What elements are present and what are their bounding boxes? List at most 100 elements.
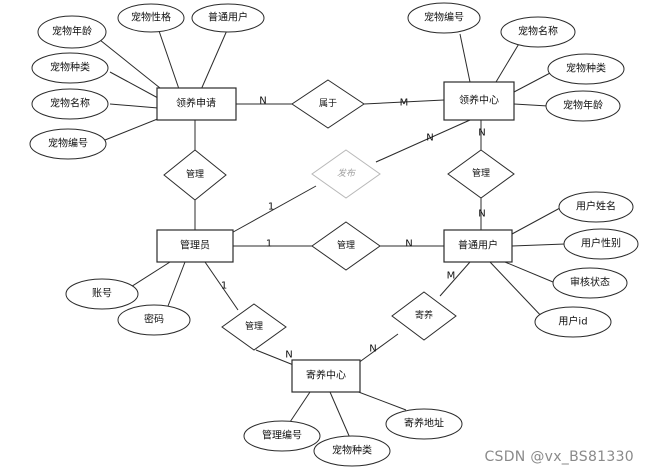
svg-text:领养申请: 领养申请 (176, 97, 216, 110)
attr-app-pet-name: 宠物名称 (31, 88, 109, 120)
svg-text:普通用户: 普通用户 (458, 239, 498, 252)
watermark: CSDN @vx_BS81330 (484, 449, 634, 465)
edge-app-pet-age (99, 39, 166, 93)
connectors (99, 27, 566, 439)
card-manage-user: N (478, 209, 485, 220)
attr-foster-pet-type: 宠物种类 (313, 435, 391, 467)
attr-admin-account: 账号 (65, 278, 139, 310)
entity-adoption-center: 领养中心 (443, 81, 515, 121)
attr-user-id: 用户id (534, 306, 612, 338)
svg-text:寄养地址: 寄养地址 (404, 417, 444, 430)
attr-user-review: 审核状态 (552, 267, 628, 299)
svg-text:管理: 管理 (186, 168, 204, 180)
svg-text:用户姓名: 用户姓名 (576, 200, 616, 213)
svg-text:宠物名称: 宠物名称 (50, 97, 90, 110)
relationship-manage-application: 管理 (163, 149, 227, 201)
svg-text:管理: 管理 (472, 167, 490, 179)
edge-ctr-pet-age (513, 103, 549, 107)
entity-admin: 管理员 (156, 229, 234, 263)
svg-text:宠物种类: 宠物种类 (332, 444, 372, 457)
relationship-manage-admin-foster: 管理 (221, 303, 287, 351)
svg-text:审核状态: 审核状态 (570, 276, 610, 289)
attr-user-name: 用户姓名 (558, 191, 634, 223)
attr-ctr-pet-type: 宠物种类 (547, 53, 625, 85)
edge-app-user (199, 27, 229, 93)
svg-text:宠物年龄: 宠物年龄 (52, 25, 92, 38)
svg-text:寄养: 寄养 (415, 309, 433, 321)
edge-user-foster (439, 261, 471, 297)
edge-foster-foster (353, 333, 399, 367)
card-belongs-center: M (400, 98, 409, 109)
edge-app-pet-type (109, 71, 159, 99)
attr-ctr-pet-name: 宠物名称 (500, 16, 576, 48)
svg-text:账号: 账号 (92, 288, 112, 300)
edge-user-name (511, 207, 561, 235)
svg-text:普通用户: 普通用户 (208, 11, 248, 24)
svg-text:寄养中心: 寄养中心 (306, 369, 346, 382)
svg-text:用户id: 用户id (558, 315, 587, 328)
edge-app-pet-name (109, 103, 159, 109)
attr-app-pet-type: 宠物种类 (31, 52, 109, 84)
svg-text:管理: 管理 (337, 239, 355, 251)
svg-text:宠物名称: 宠物名称 (518, 25, 558, 38)
attr-admin-password: 密码 (117, 304, 191, 336)
entity-foster-center: 寄养中心 (291, 359, 361, 393)
svg-text:管理员: 管理员 (180, 239, 210, 252)
entity-regular-user: 普通用户 (443, 229, 513, 263)
relationship-foster: 寄养 (391, 291, 457, 341)
relationship-belongs-to: 属于 (291, 79, 365, 129)
edge-user-id (489, 261, 546, 321)
entity-adoption-application: 领养申请 (156, 87, 237, 121)
edge-foster-mgmt-id (289, 391, 311, 423)
cardinality-labels: N M N 1 N N 1 N 1 N M N (221, 96, 486, 361)
edge-ctr-pet-id (459, 33, 471, 83)
card-app-belongs: N (259, 96, 266, 107)
edge-user-gender (511, 243, 566, 247)
card-user-foster: M (447, 271, 456, 282)
svg-text:宠物性格: 宠物性格 (131, 11, 171, 24)
attr-app-pet-nature: 宠物性格 (117, 3, 185, 33)
edge-center-release-dark (375, 119, 471, 163)
svg-text:发布: 发布 (337, 168, 357, 179)
attr-ctr-pet-age: 宠物年龄 (545, 90, 621, 122)
svg-text:密码: 密码 (144, 313, 164, 326)
edge-admin-account (125, 261, 171, 291)
attr-app-pet-id: 宠物编号 (29, 128, 107, 160)
attr-foster-address: 寄养地址 (385, 408, 463, 440)
relationship-manage-admin-user: 管理 (311, 221, 381, 271)
svg-text:宠物编号: 宠物编号 (48, 137, 88, 150)
edge-release-admin (225, 185, 317, 237)
svg-text:属于: 属于 (319, 98, 337, 109)
attr-ctr-pet-id: 宠物编号 (407, 2, 481, 34)
card-center-release: N (426, 133, 433, 144)
card-release-admin: 1 (268, 202, 274, 213)
edge-admin-manage-foster (204, 261, 239, 311)
attr-app-user: 普通用户 (191, 3, 265, 33)
card-manage-foster: N (285, 350, 292, 361)
edge-manage-foster (255, 349, 297, 367)
svg-text:领养中心: 领养中心 (459, 94, 499, 107)
attr-user-gender: 用户性别 (563, 228, 639, 260)
card-admin-manage-foster: 1 (221, 281, 227, 292)
relationship-manage-center-user: 管理 (447, 149, 515, 199)
edge-belongs-center (363, 99, 445, 105)
svg-text:用户性别: 用户性别 (581, 237, 621, 250)
card-admin-manage: 1 (266, 239, 272, 250)
attr-foster-mgmt-id: 管理编号 (243, 420, 321, 452)
svg-text:宠物编号: 宠物编号 (424, 11, 464, 24)
edge-app-pet-nature (157, 27, 181, 93)
svg-text:宠物年龄: 宠物年龄 (563, 99, 603, 112)
edge-ctr-pet-type (513, 71, 553, 93)
card-center-manage: N (478, 128, 485, 139)
svg-text:管理编号: 管理编号 (262, 429, 302, 442)
attr-app-pet-age: 宠物年龄 (37, 15, 107, 49)
edge-foster-pet-type (329, 391, 351, 439)
edge-app-pet-id (104, 117, 161, 141)
svg-text:管理: 管理 (245, 320, 263, 332)
edge-ctr-pet-name (495, 41, 521, 83)
card-foster-foster: N (369, 344, 376, 355)
edge-admin-password (167, 261, 186, 307)
relationship-release: 发布 (311, 149, 381, 199)
svg-text:宠物种类: 宠物种类 (566, 62, 606, 75)
